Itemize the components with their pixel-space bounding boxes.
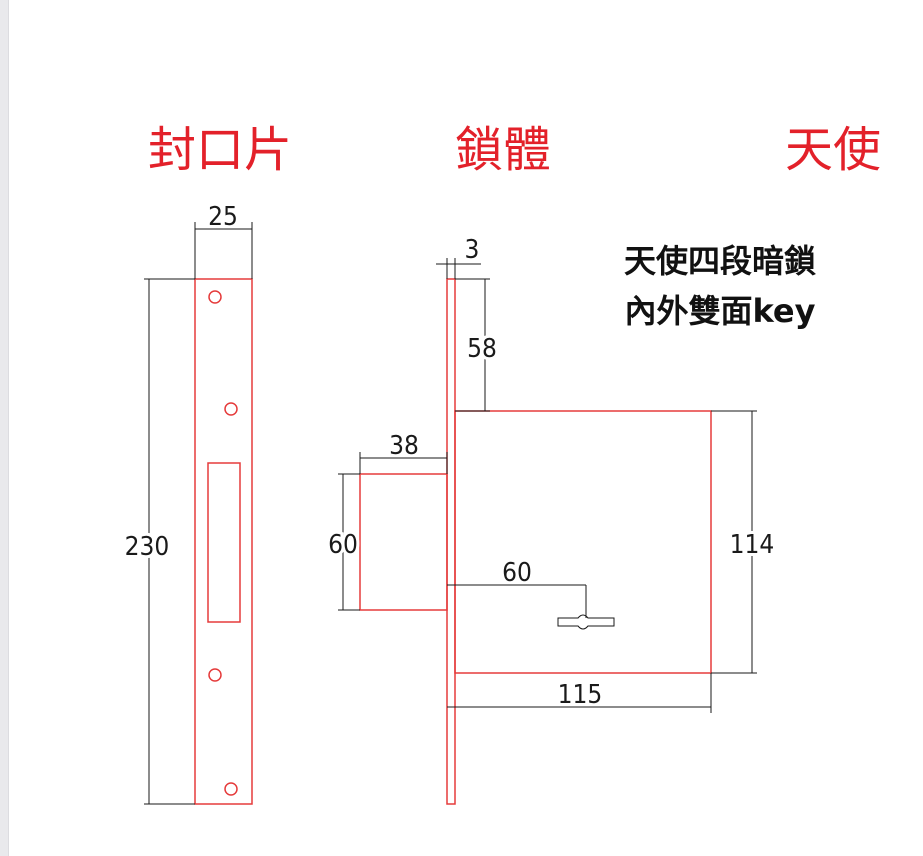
strike-plate-screw-hole [208, 668, 222, 682]
strike-plate-bolt-slot [207, 462, 241, 623]
dimension-top-offset: 58 [455, 278, 500, 412]
lock-faceplate-outline [446, 278, 456, 805]
heading-strike-plate: 封口片 [148, 122, 292, 178]
dimension-label-faceplate-thickness: 3 [465, 235, 480, 265]
strike-plate-outline [194, 278, 253, 805]
dimension-backset: 60 [447, 558, 587, 618]
dimension-label-body-width: 115 [558, 680, 603, 710]
strike-plate-screw-hole [208, 290, 222, 304]
lock-case-outline [454, 410, 712, 674]
heading-brand: 天使 [785, 122, 881, 178]
dimension-label-body-height: 114 [730, 530, 775, 560]
dimension-label-plate-width: 25 [208, 202, 238, 232]
lock-body-drawing [359, 278, 712, 805]
strike-plate-screw-hole [224, 782, 238, 796]
dimension-body-height: 114 [711, 410, 777, 674]
dimension-plate-width: 25 [194, 202, 253, 279]
dimension-plate-height: 230 [122, 278, 195, 805]
product-title-line1: 天使四段暗鎖 [624, 242, 816, 280]
left-edge-strip [0, 0, 9, 856]
dimension-faceplate-thickness: 3 [436, 235, 481, 279]
dimension-label-plate-height: 230 [125, 532, 170, 562]
keyhole-icon [557, 614, 615, 630]
dimension-bolt-projection: 38 [359, 431, 448, 474]
dimension-label-bolt-projection: 38 [389, 431, 419, 461]
dimension-label-top-offset: 58 [467, 334, 497, 364]
heading-lock-body: 鎖體 [455, 122, 551, 178]
product-title-line2: 內外雙面key [625, 292, 816, 330]
lock-bolt-outline [359, 473, 448, 611]
strike-plate-screw-hole [224, 402, 238, 416]
dimension-body-width: 115 [447, 673, 712, 713]
dimension-label-backset: 60 [502, 558, 532, 588]
strike-plate-drawing [194, 278, 253, 805]
dimension-bolt-height: 60 [325, 473, 361, 611]
dimension-label-bolt-height: 60 [328, 530, 358, 560]
